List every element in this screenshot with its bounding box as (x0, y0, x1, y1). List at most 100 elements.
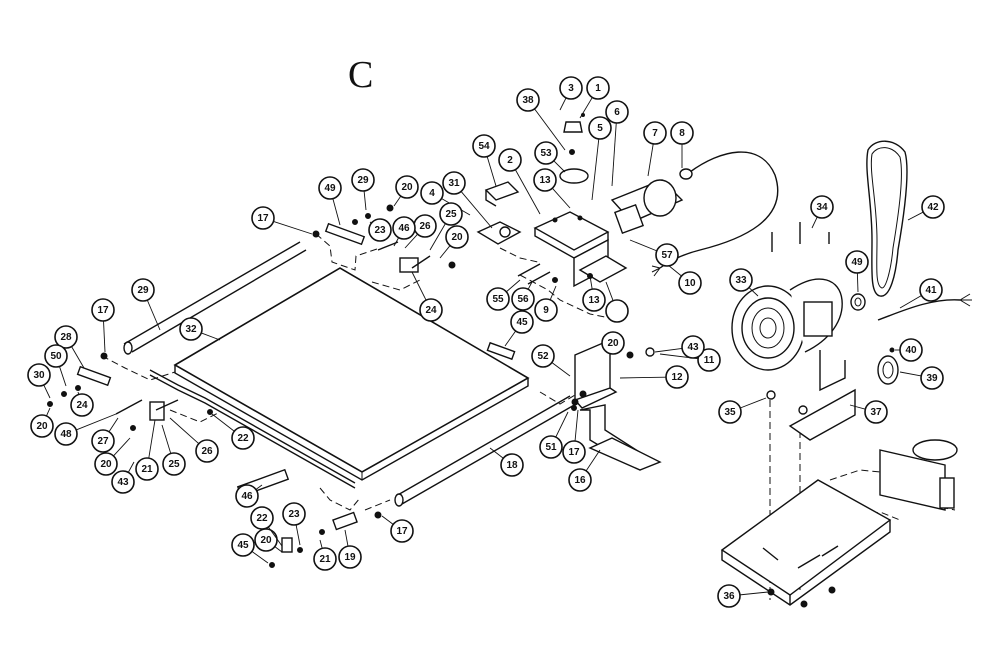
callout-leader (555, 411, 569, 438)
callout-leader (404, 233, 418, 249)
callout-leader (108, 417, 119, 433)
callout-number: 17 (257, 213, 269, 224)
callout-leader (393, 237, 400, 247)
callout-number: 30 (33, 370, 45, 381)
callout-circle (516, 88, 540, 112)
callout-circle (500, 453, 524, 477)
callout-circle (231, 533, 255, 557)
side-bracket-12 (574, 338, 655, 409)
callout-13: 13 (582, 275, 606, 312)
stand-bracket (879, 439, 958, 511)
callout-circle (472, 134, 496, 158)
callout-leader (506, 279, 521, 293)
callout-17: 17 (251, 206, 313, 235)
callout-41: 41 (899, 278, 943, 309)
bracket-rear-right (312, 204, 456, 273)
callout-19: 19 (338, 529, 362, 569)
callout-leader (907, 211, 924, 221)
callout-6: 6 (605, 100, 629, 187)
callout-number: 10 (684, 278, 696, 289)
callout-circle (864, 400, 888, 424)
callout-leader (551, 362, 571, 377)
callout-number: 45 (237, 540, 249, 551)
callout-22: 22 (250, 506, 283, 547)
callout-16: 16 (568, 449, 601, 492)
callout-circle (282, 502, 306, 526)
callout-46: 46 (392, 216, 416, 247)
callout-leader (899, 295, 922, 309)
callout-circle (313, 547, 337, 571)
callout-23: 23 (368, 218, 392, 242)
washer-34 (766, 390, 776, 400)
callout-number: 51 (545, 442, 557, 453)
callout-circle (588, 116, 612, 140)
callout-38: 38 (516, 88, 566, 151)
callout-circle (670, 121, 694, 145)
callout-leader (273, 220, 313, 235)
callout-8: 8 (670, 121, 694, 168)
callout-12: 12 (619, 365, 689, 389)
callout-number: 17 (396, 526, 408, 537)
callout-number: 40 (905, 345, 917, 356)
callout-circle (395, 175, 419, 199)
callout-36: 36 (717, 584, 769, 608)
callout-9: 9 (534, 285, 558, 322)
callout-circle (899, 338, 923, 362)
view-label: C (348, 54, 373, 96)
callout-leader (411, 271, 427, 301)
callout-leader (211, 413, 235, 432)
callout-leader (504, 330, 517, 347)
callout-number: 42 (927, 202, 939, 213)
callout-leader (274, 546, 283, 553)
callout-number: 2 (507, 155, 513, 166)
callout-20: 20 (94, 437, 131, 476)
callout-number: 54 (478, 141, 490, 152)
callout-circle (338, 545, 362, 569)
callout-number: 20 (260, 535, 272, 546)
callout-46: 46 (235, 484, 263, 508)
callout-circle (586, 76, 610, 100)
callout-leader (856, 272, 859, 293)
callout-leader (255, 484, 263, 490)
side-rail-left (149, 369, 356, 489)
callout-number: 46 (398, 223, 410, 234)
callout-48: 48 (54, 413, 117, 446)
callout-number: 25 (445, 209, 457, 220)
callout-number: 24 (76, 400, 88, 411)
callout-number: 46 (241, 491, 253, 502)
callout-number: 34 (816, 202, 828, 213)
callout-17: 17 (381, 515, 414, 543)
callout-number: 22 (237, 433, 249, 444)
callout-leader (43, 384, 51, 399)
callout-25: 25 (161, 424, 186, 476)
callout-circle (559, 76, 583, 100)
callout-circle (54, 422, 78, 446)
callout-number: 43 (687, 342, 699, 353)
callout-circle (697, 348, 721, 372)
pulley-48 (850, 293, 866, 311)
callout-leader (146, 299, 161, 331)
callout-circle (179, 317, 203, 341)
conveyor-belt-sheet (173, 267, 530, 481)
callout-number: 25 (168, 459, 180, 470)
callout-number: 21 (319, 554, 331, 565)
callout-circle (235, 484, 259, 508)
callout-number: 38 (522, 95, 534, 106)
callout-leader (811, 216, 818, 229)
callout-circle (534, 141, 558, 165)
callout-number: 27 (97, 436, 109, 447)
callout-20: 20 (30, 407, 54, 438)
callout-54: 54 (472, 134, 497, 187)
callout-39: 39 (899, 366, 944, 390)
callout-leader (605, 281, 614, 301)
switch-30 (476, 221, 522, 245)
callout-leader (527, 281, 533, 290)
callout-35: 35 (718, 397, 767, 424)
callout-number: 21 (141, 464, 153, 475)
callout-number: 1 (595, 83, 601, 94)
callout-circle (921, 195, 945, 219)
callout-circle (231, 426, 255, 450)
callout-leader (127, 461, 135, 473)
cord-40 (877, 293, 972, 321)
